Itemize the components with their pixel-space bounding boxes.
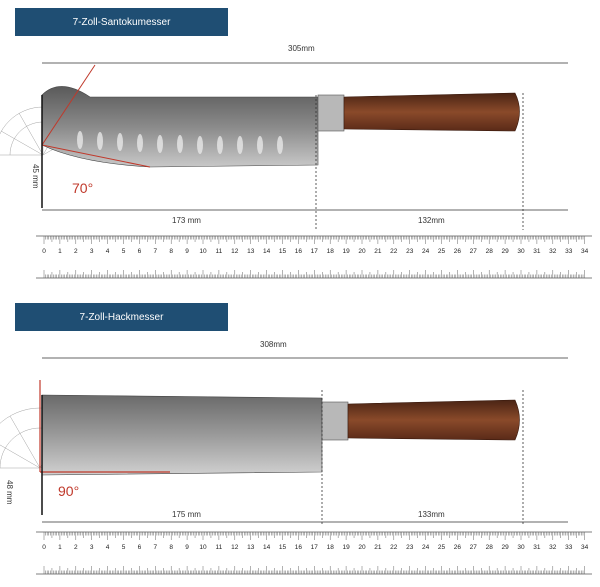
ruler-number: 21	[374, 248, 382, 255]
ruler-number: 3	[90, 248, 94, 255]
ruler-number: 19	[342, 544, 350, 551]
ruler-number: 29	[501, 248, 509, 255]
ruler-number: 5	[122, 248, 126, 255]
knife2-blade-length: 175 mm	[172, 510, 201, 519]
ruler-number: 31	[533, 248, 541, 255]
knife2-blade-height: 48 mm	[5, 480, 14, 505]
ruler-number: 7	[153, 248, 157, 255]
ruler-number: 4	[106, 248, 110, 255]
ruler-number: 19	[342, 248, 350, 255]
knife2-total-length: 308mm	[260, 340, 287, 349]
ruler-number: 20	[358, 248, 366, 255]
ruler-number: 6	[138, 544, 142, 551]
ruler-number: 6	[138, 248, 142, 255]
ruler-number: 24	[422, 248, 430, 255]
ruler-number: 23	[406, 248, 414, 255]
ruler-number: 29	[501, 544, 509, 551]
ruler-number: 25	[438, 248, 446, 255]
ruler-number: 12	[231, 544, 239, 551]
ruler-number: 15	[279, 544, 287, 551]
ruler-number: 7	[153, 544, 157, 551]
ruler-number: 16	[295, 544, 303, 551]
knife2-handle	[347, 399, 520, 441]
knife1-blade-length: 173 mm	[172, 216, 201, 225]
ruler-number: 32	[549, 248, 557, 255]
ruler-number: 4	[106, 544, 110, 551]
ruler-number: 23	[406, 544, 414, 551]
ruler-number: 33	[565, 544, 573, 551]
ruler-number: 8	[169, 544, 173, 551]
knife1-total-length: 305mm	[288, 44, 315, 53]
ruler-number: 30	[517, 544, 525, 551]
ruler-number: 21	[374, 544, 382, 551]
ruler-number: 5	[122, 544, 126, 551]
knife2-title-banner: 7-Zoll-Hackmesser	[15, 303, 228, 331]
knife1-title-banner: 7-Zoll-Santokumesser	[15, 8, 228, 36]
ruler-number: 2	[74, 248, 78, 255]
ruler-number: 31	[533, 544, 541, 551]
knife2-blade	[41, 394, 323, 476]
ruler-number: 26	[454, 544, 462, 551]
ruler-number: 34	[581, 544, 589, 551]
ruler-number: 17	[311, 248, 319, 255]
ruler-number: 27	[470, 544, 478, 551]
ruler-number: 10	[199, 544, 207, 551]
ruler-number: 9	[185, 544, 189, 551]
knife2-angle: 90°	[58, 483, 80, 499]
knife2-drawing	[0, 357, 568, 525]
ruler-number: 13	[247, 544, 255, 551]
knife1-blade	[41, 86, 319, 168]
ruler-number: 28	[486, 248, 494, 255]
ruler-number: 14	[263, 248, 271, 255]
ruler-number: 11	[216, 544, 223, 551]
ruler-number: 18	[327, 248, 335, 255]
ruler-number: 8	[169, 248, 173, 255]
knife1-title: 7-Zoll-Santokumesser	[72, 16, 171, 28]
ruler-number: 10	[199, 248, 207, 255]
ruler-number: 0	[42, 544, 46, 551]
ruler-number: 34	[581, 248, 589, 255]
ruler-number: 26	[454, 248, 462, 255]
knife2-handle-length: 133mm	[418, 510, 445, 519]
ruler-number: 17	[311, 544, 319, 551]
ruler-number: 20	[358, 544, 366, 551]
ruler-number: 18	[327, 544, 335, 551]
ruler-number: 1	[58, 544, 62, 551]
knife1-handle	[343, 92, 520, 132]
ruler-number: 15	[279, 248, 287, 255]
ruler-number: 12	[231, 248, 239, 255]
ruler-number: 32	[549, 544, 557, 551]
ruler-number: 13	[247, 248, 255, 255]
ruler-number: 33	[565, 248, 573, 255]
knife2-title: 7-Zoll-Hackmesser	[79, 311, 164, 323]
knife1-handle-length: 132mm	[418, 216, 445, 225]
ruler-number: 1	[58, 248, 62, 255]
ruler-number: 2	[74, 544, 78, 551]
knife1-drawing	[0, 62, 568, 230]
ruler-number: 0	[42, 248, 46, 255]
ruler-number: 24	[422, 544, 430, 551]
ruler-number: 16	[295, 248, 303, 255]
ruler-number: 14	[263, 544, 271, 551]
ruler-number: 11	[216, 248, 223, 255]
ruler-number: 30	[517, 248, 525, 255]
ruler-number: 25	[438, 544, 446, 551]
ruler-number: 22	[390, 248, 398, 255]
knife1-angle: 70°	[72, 180, 94, 196]
ruler-number: 22	[390, 544, 398, 551]
ruler-number: 27	[470, 248, 478, 255]
ruler-number: 9	[185, 248, 189, 255]
knife1-blade-height: 45 mm	[31, 164, 40, 189]
ruler-number: 28	[486, 544, 494, 551]
ruler-number: 3	[90, 544, 94, 551]
